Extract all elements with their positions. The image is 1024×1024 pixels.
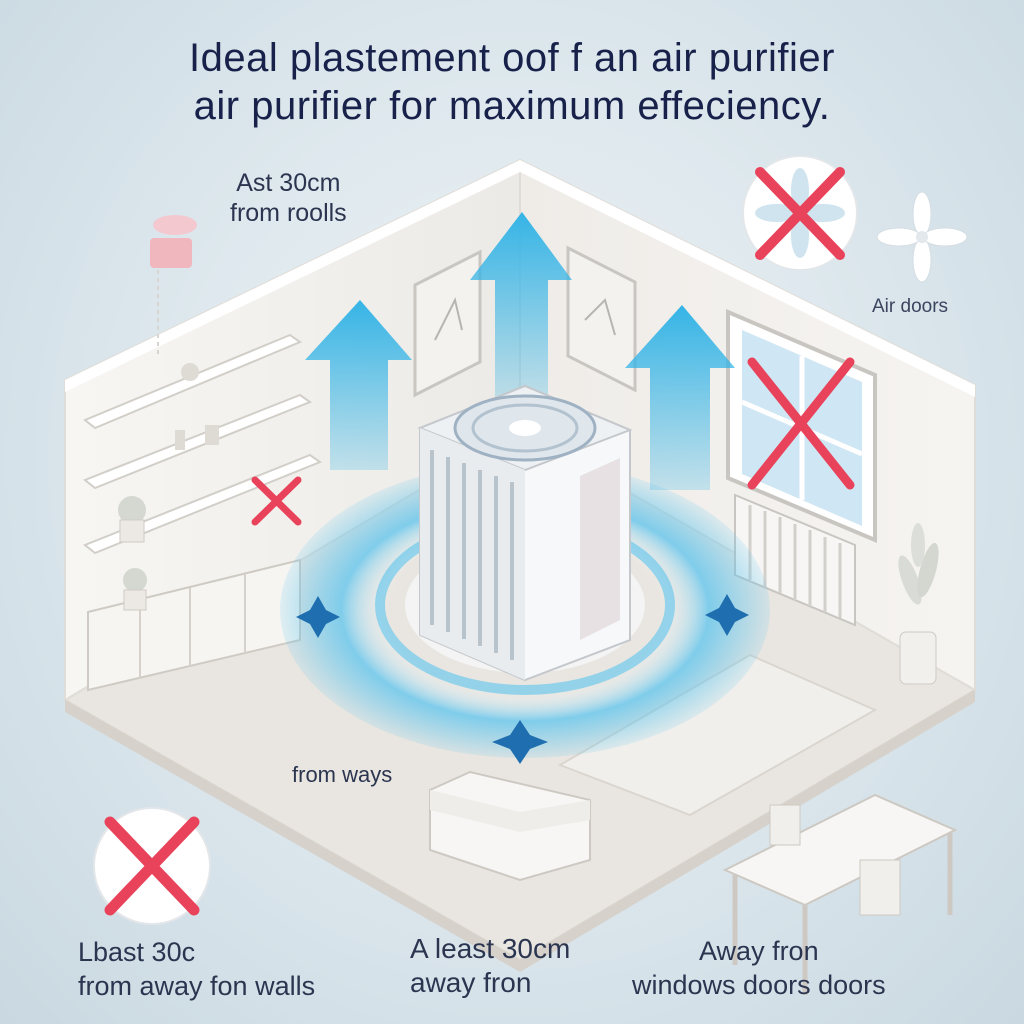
prohibited-icon [93,807,211,925]
shelf-prohibited-icon [251,476,302,526]
window-prohibited-icon [747,357,855,490]
label-bottom-right: Away fron windows doors doors [632,934,886,1002]
sparkle-icon [296,594,749,764]
wall-top-edge-right [520,160,975,397]
label-top-left: Ast 30cm from roolls [230,168,347,228]
diagram-title: Ideal plastement oof f an air purifier a… [0,34,1024,130]
prohibited-fan-icon [742,155,858,271]
wall-picture-left [413,249,482,398]
title-line-2: air purifier for maximum effeciency. [193,84,831,128]
fan-icon [876,191,968,283]
label-bottom-left-line-1: Lbast 30c [78,937,196,967]
label-top-left-line-1: Ast 30cm [236,169,341,197]
label-bottom-mid-line-2: away fron [410,967,532,998]
wall-top-edge-left [65,160,520,392]
label-bottom-right-line-2: windows doors doors [632,970,886,1000]
label-bottom-mid: A least 30cm away fron [410,932,570,1000]
label-air-doors: Air doors [872,296,949,317]
label-bottom-left: Lbast 30c from away fon walls [78,935,315,1003]
wall-shelves [83,333,323,555]
label-bottom-mid-line-1: A least 30cm [410,933,571,964]
label-from-ways: from ways [292,762,393,787]
label-bottom-right-line-1: Away fron [699,936,819,966]
airflow-arrow-icon [305,212,735,490]
armchair [429,770,591,882]
label-top-left-line-2: from roolls [230,199,347,227]
wall-picture-right [566,245,637,393]
label-bottom-left-line-2: from away fon walls [78,971,316,1001]
air-purifier [417,384,633,682]
title-line-1: Ideal plastement oof f an air purifier [188,36,835,80]
floor-plant [898,523,939,685]
wall-plant-decoration [150,215,197,355]
dining-table [722,793,958,995]
